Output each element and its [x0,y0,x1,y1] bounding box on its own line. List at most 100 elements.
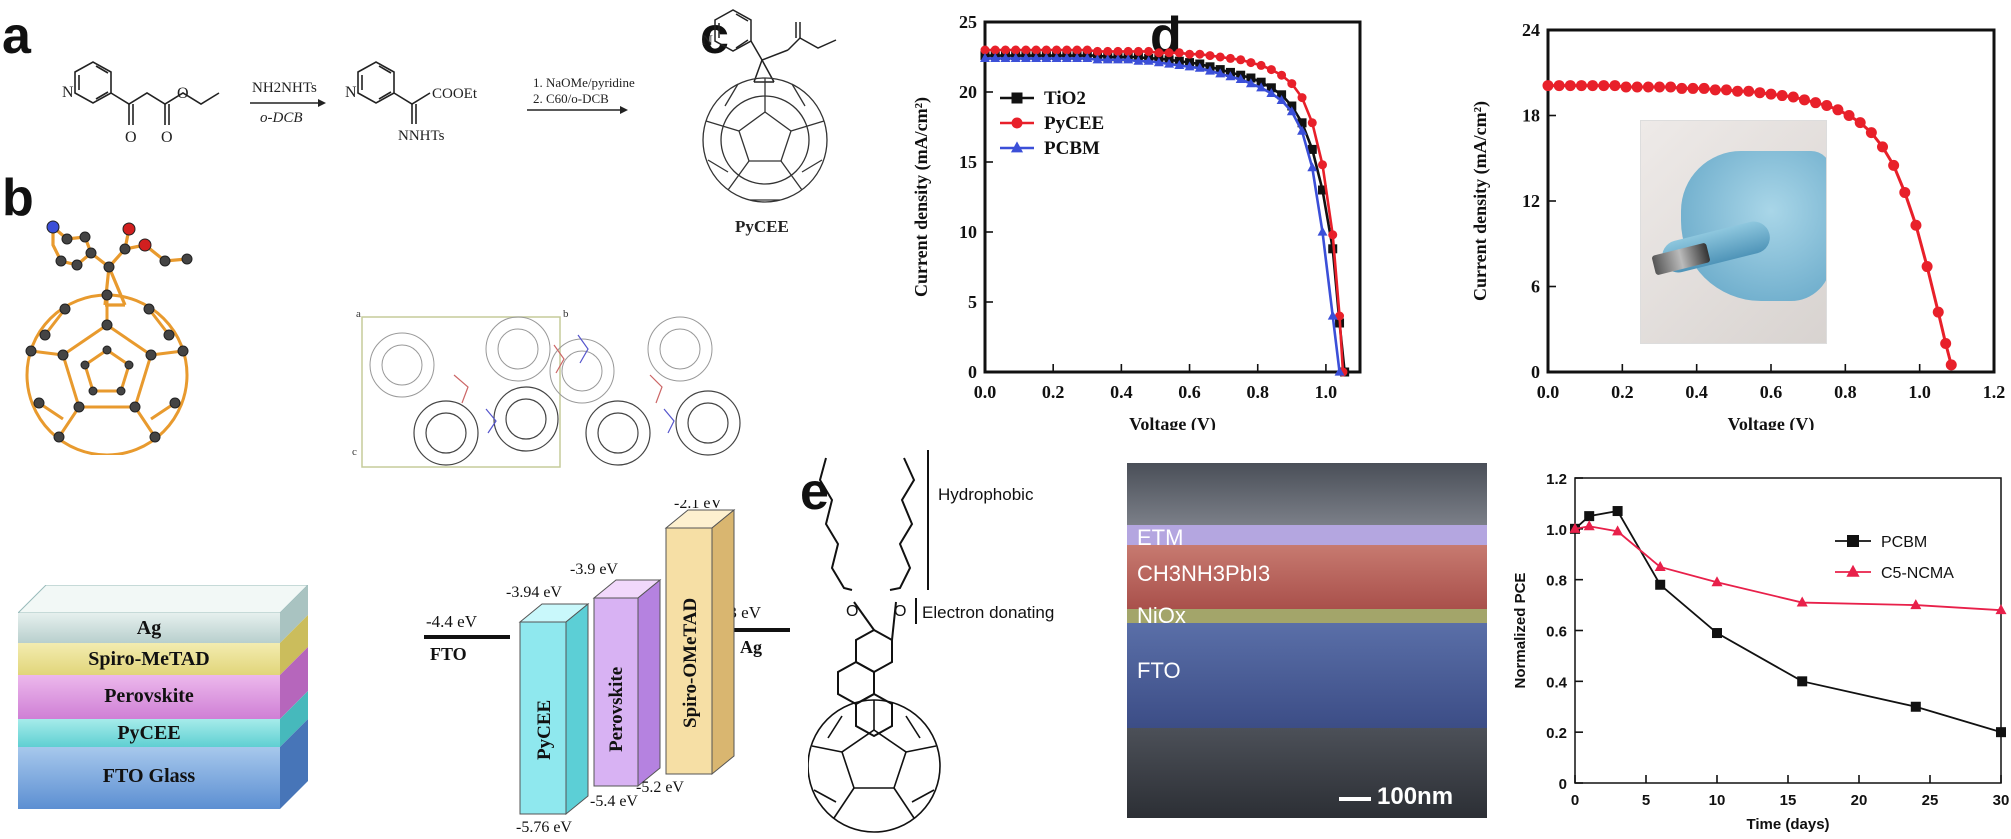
d-ytick-label: 24 [1522,20,1540,40]
sem-glass [1127,728,1487,818]
cell-axis-a: a [356,308,361,320]
c-ytick-label: 5 [968,292,977,312]
d-data-point [1787,91,1799,103]
c-data-point [1287,101,1297,111]
d-xtick-label: 0.4 [1685,382,1708,402]
c-data-point [1256,60,1266,70]
c-data-point [1235,74,1246,83]
c-legend-marker [1011,117,1023,129]
d-xtick-label: 0.0 [1537,382,1560,402]
d-data-point [1732,85,1744,97]
e-stability-data-point [1612,525,1624,536]
c-data-point [1205,65,1215,75]
c5-ncma-c60-cage [808,699,941,833]
d-data-point [1620,81,1632,93]
c-data-point [1276,95,1287,104]
c-y-axis-label: Current density (mA/cm²) [911,97,932,297]
reaction-arrow-2-head [620,106,628,114]
crystal-structure-molecule [25,220,193,455]
pycee-product-structure: N PyCEE [702,9,837,236]
e-stability-data-point [1995,604,2007,615]
e-stability-xtick-label: 25 [1922,792,1939,809]
stack-layer-pycee: PyCEE [117,722,181,744]
c-data-point [1195,49,1205,59]
e-stability-xtick-label: 15 [1780,792,1797,809]
c-data-point [1052,45,1062,55]
reagent-2-line2: 2. C60/o-DCB [533,91,609,106]
c-data-point [990,45,1000,55]
c-xtick-label: 0.6 [1178,382,1201,402]
c-legend-label: PyCEE [1044,113,1104,134]
e-stability-data-point [1910,599,1922,610]
c-data-point [1143,55,1154,65]
c-data-point [1051,53,1062,62]
c-legend-label: TiO2 [1044,88,1086,109]
d-series-0 [1542,80,1957,371]
c-data-point [1318,160,1327,170]
e-stability-legend-marker [1846,564,1860,577]
c-data-point [1164,48,1174,58]
e-stability-data-point [1584,511,1595,522]
c-series-line [985,48,1345,373]
reagent-1-bottom: o-DCB [260,110,303,126]
c-xtick-label: 1.0 [1315,382,1338,402]
oxygen-right: O [894,603,906,620]
e-stability-data-point [1796,596,1808,607]
d-data-point [1575,80,1587,92]
reactant-ester-o2: O [177,85,189,102]
d-ytick-label: 18 [1522,106,1540,126]
c-series-2 [980,53,1345,376]
d-data-point [1709,84,1721,96]
c-data-point [1307,144,1317,154]
c-ytick-label: 20 [959,82,977,102]
spiro-block [665,527,713,775]
c-series-line [985,57,1341,373]
d-data-point [1542,80,1554,92]
spiro-homo: -5.2 eV [636,779,684,796]
device-stack-graphic [16,584,310,809]
e-stability-data-point [1583,520,1595,531]
device-stack: Ag Spiro-MeTAD Perovskite PyCEE FTO Glas… [16,584,310,815]
intermediate-n-label: N [345,84,357,101]
e-stability-data-point [1712,628,1722,639]
sem-niox-layer [1127,609,1487,623]
d-y-axis-label: Current density (mA/cm²) [1470,101,1491,301]
reagent-2-line1: 1. NaOMe/pyridine [533,75,635,90]
e-stability-series-line [1574,510,2002,734]
e-stability-legend-label: PCBM [1881,534,1927,551]
c-data-point [1277,70,1287,80]
d-data-point [1676,82,1688,94]
c-data-point [1174,60,1185,69]
c-data-point [1010,53,1021,62]
e-stability-ytick-label: 1.2 [1546,471,1567,488]
c-legend-marker [1011,92,1023,104]
synthesis-scheme: N O O O NH2NHTs o-DCB N COOEt NNHTs 1. N… [62,61,635,146]
c-data-point [1236,55,1246,65]
d-data-point [1810,97,1822,109]
d-data-point [1843,110,1855,121]
d-data-point [1798,94,1810,106]
e-stability-data-point [1655,579,1666,590]
sem-etm-layer [1127,525,1487,545]
e-stability-xtick-label: 5 [1642,792,1650,809]
c-data-point [1256,77,1266,87]
c-data-point [1286,106,1297,116]
donating-label: Electron donating [922,603,1054,622]
c-legend-label: PCBM [1044,138,1100,159]
c-x-axis-label: Voltage (V) [1129,414,1216,430]
e-stability-data-point [1996,727,2006,738]
d-data-point [1940,338,1952,349]
panel-label-a: a [2,7,31,65]
stack-layer-fto: FTO Glass [102,765,196,787]
e-stability-data-point [1654,560,1666,571]
c-data-point [1318,185,1327,195]
d-data-point [1698,82,1710,94]
reactant-ester-o1: O [161,129,173,146]
pycee-lumo: -3.94 eV [506,584,562,601]
c-data-point [1335,311,1345,321]
c-data-point [990,53,1001,62]
c-data-point [1307,162,1318,172]
